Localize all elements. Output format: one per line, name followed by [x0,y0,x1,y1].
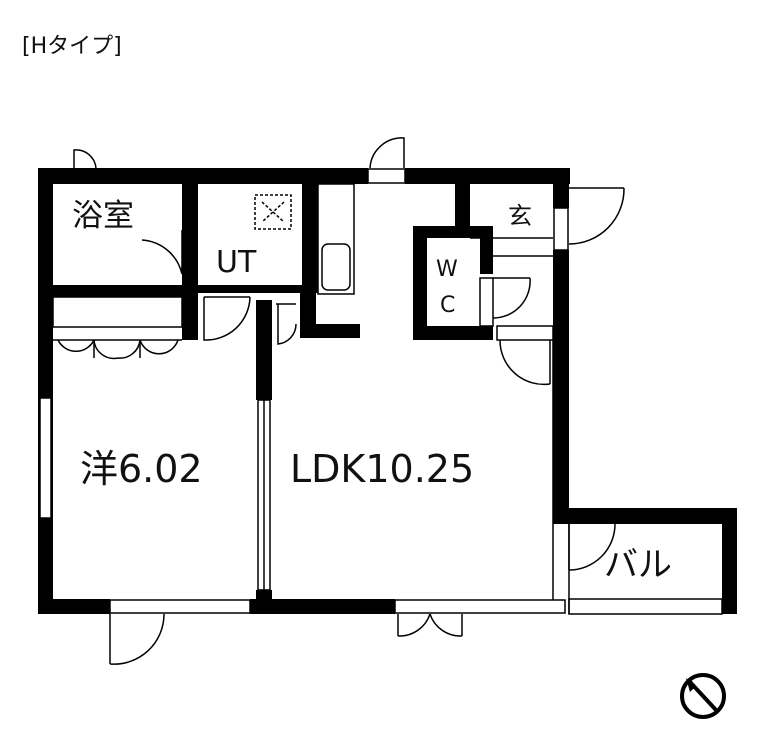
north-arrow-icon [680,673,726,719]
label-western-room: 洋6.02 [80,447,203,491]
door-small-kitchen [276,303,297,345]
window-entrance [553,207,569,251]
wall-right-middle [553,250,569,510]
wall-kitchen-vert [300,290,316,338]
wall-wc-bottom [413,326,493,340]
label-utility: UT [216,245,257,280]
wall-wc-right [480,226,493,274]
window-bedroom-bottom [109,599,251,614]
label-entrance: 玄 [508,202,532,230]
door-swings [57,137,625,665]
washer-pan [254,194,292,230]
window-ldk-bottom [394,599,566,614]
closet-doors [57,339,179,360]
door-wc-frame [479,277,494,327]
wall-bath-ut [182,180,198,340]
door-gap-top [367,168,406,184]
door-balcony [568,523,616,571]
door-bath [141,230,183,275]
door-ut [203,296,251,341]
door-entrance [568,187,625,245]
wall-balcony-right [722,508,737,614]
label-balcony: バル [604,545,672,585]
window-bedroom-left [39,397,52,519]
door-top-ldk [369,137,405,169]
label-wc-w: W [436,257,458,282]
wall-bed-ldk-lower [256,590,272,614]
wall-bed-ldk-upper [256,300,272,400]
door-ldk-french [397,613,463,637]
door-wc [492,277,531,319]
wall-wc-left [413,226,427,340]
closet-bedroom [52,296,183,328]
wall-bath-bottom [38,285,198,297]
wall-entrance-left [455,180,470,228]
wall-left [38,168,53,614]
kitchen-counter [317,183,355,295]
wall-wc-top [413,226,493,238]
door-bedroom-exterior [109,613,165,665]
wall-right-upper [553,168,569,208]
thin-lines [39,168,723,615]
label-ldk: LDK10.25 [290,447,474,491]
wall-ut-kitchen [302,180,318,290]
wall-top-left [38,168,368,184]
label-wc-c: C [440,293,455,318]
door-top-left [73,149,97,169]
door-ldk-entrance [499,339,551,386]
balcony-floor-edge [568,598,723,615]
wall-balcony-top [553,508,737,524]
kitchen-sink [321,243,351,291]
wall-top-right [405,168,570,184]
wall-ut-bottom [198,285,318,293]
plan-type-title: [Hタイプ] [22,34,122,59]
label-bath: 浴室 [72,198,134,234]
wall-bottom-left [38,599,110,614]
door-ldk-entrance-frame [496,325,554,341]
wall-bottom-middle [250,599,395,614]
